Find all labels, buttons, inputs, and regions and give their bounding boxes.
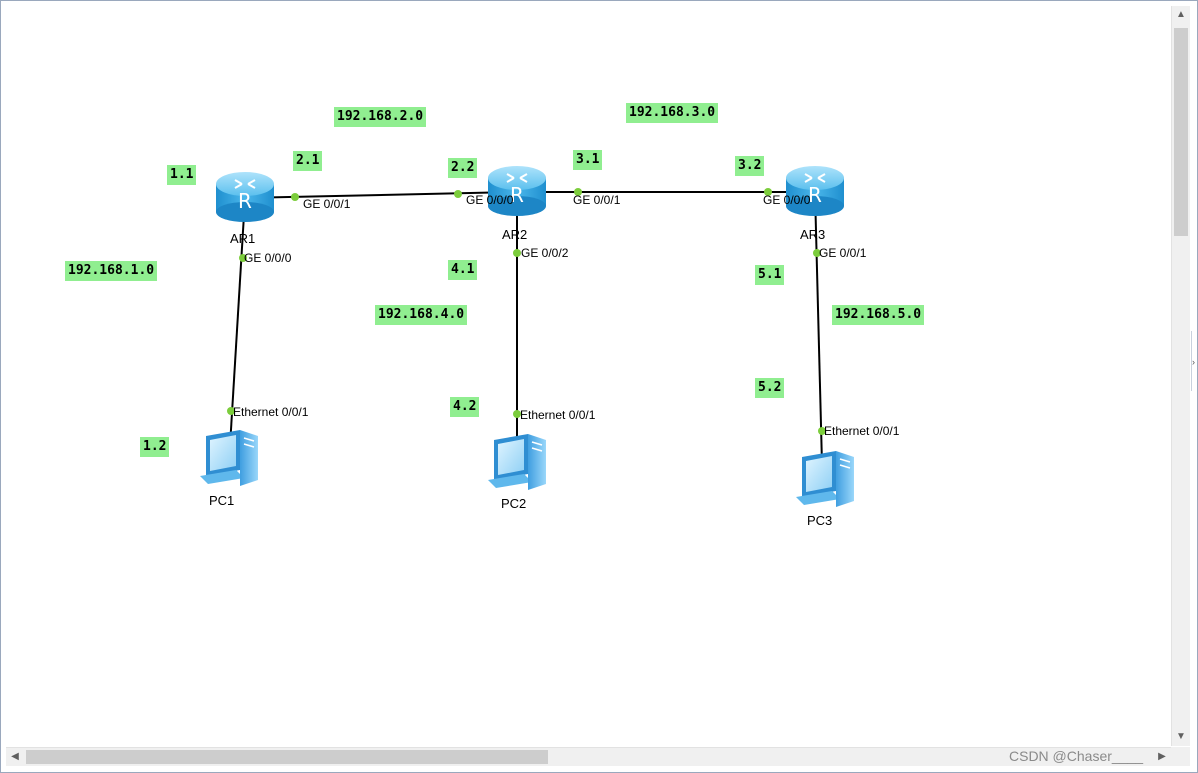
device-label-pc3: PC3 [807, 513, 833, 528]
port-dot-ar1-g000 [239, 254, 247, 262]
network-label-2[interactable]: 192.168.2.0 [334, 107, 427, 127]
address-label-ar1-g001[interactable]: 2.1 [293, 151, 323, 171]
side-panel-grip[interactable]: › [1191, 331, 1198, 391]
pc-pc1[interactable] [199, 429, 259, 487]
port-dot-ar2-g000 [454, 190, 462, 198]
network-label-3[interactable]: 192.168.3.0 [626, 103, 719, 123]
port-dot-ar2-g001 [574, 188, 582, 196]
port-label-ar3-g001: GE 0/0/1 [819, 246, 867, 260]
port-label-ar2-g000: GE 0/0/0 [466, 193, 514, 207]
device-label-pc2: PC2 [501, 496, 527, 511]
pc-pc3[interactable] [795, 450, 855, 508]
port-dot-pc2-eth [513, 410, 521, 418]
horizontal-scroll-thumb[interactable] [26, 750, 548, 764]
vertical-scroll-thumb[interactable] [1174, 28, 1188, 236]
port-dot-ar3-g001 [813, 249, 821, 257]
port-label-pc3-eth: Ethernet 0/0/1 [824, 424, 900, 438]
port-dot-ar1-g001 [291, 193, 299, 201]
topology-canvas[interactable]: R [6, 6, 1170, 746]
link-ar1-pc1[interactable] [229, 197, 246, 447]
router-ar3[interactable] [785, 165, 845, 217]
pc-pc2[interactable] [487, 433, 547, 491]
vertical-scrollbar[interactable]: ▲ ▼ [1171, 6, 1190, 746]
watermark: CSDN @Chaser____ [1009, 748, 1144, 764]
device-label-pc1: PC1 [209, 493, 235, 508]
link-ar1-ar2[interactable] [244, 191, 518, 199]
router-ar2[interactable] [487, 165, 547, 217]
router-ar1[interactable] [215, 171, 275, 223]
port-dot-ar2-g002 [513, 249, 521, 257]
device-label-ar2: AR2 [502, 227, 528, 242]
port-label-ar2-g002: GE 0/0/2 [521, 246, 569, 260]
network-label-5[interactable]: 192.168.5.0 [832, 305, 925, 325]
address-label-ar2-g002[interactable]: 4.1 [448, 260, 478, 280]
horizontal-scrollbar[interactable]: ◀ ▶ [6, 747, 1171, 766]
address-label-pc2[interactable]: 4.2 [450, 397, 480, 417]
link-ar3-pc3[interactable] [814, 191, 823, 465]
network-label-1[interactable]: 192.168.1.0 [65, 261, 158, 281]
scroll-left-arrow-icon[interactable]: ◀ [11, 751, 19, 762]
address-label-ar1-g000[interactable]: 1.1 [167, 165, 197, 185]
port-label-ar3-g000: GE 0/0/0 [763, 193, 811, 207]
address-label-pc3[interactable]: 5.2 [755, 378, 785, 398]
scroll-right-arrow-icon[interactable]: ▶ [1158, 751, 1166, 762]
port-label-pc1-eth: Ethernet 0/0/1 [233, 405, 309, 419]
device-label-ar1: AR1 [230, 231, 256, 246]
port-label-pc2-eth: Ethernet 0/0/1 [520, 408, 596, 422]
port-label-ar1-g000: GE 0/0/0 [244, 251, 292, 265]
address-label-ar3-g000[interactable]: 3.2 [735, 156, 765, 176]
topology-diagram: R [199, 165, 855, 508]
device-label-ar3: AR3 [800, 227, 826, 242]
address-label-ar3-g001[interactable]: 5.1 [755, 265, 785, 285]
port-dot-pc3-eth [818, 427, 826, 435]
port-dot-pc1-eth [227, 407, 235, 415]
chevron-right-icon: › [1192, 357, 1195, 367]
port-label-ar1-g001: GE 0/0/1 [303, 197, 351, 211]
address-label-ar2-g001[interactable]: 3.1 [573, 150, 603, 170]
scroll-up-arrow-icon[interactable]: ▲ [1176, 9, 1186, 20]
address-label-ar2-g000[interactable]: 2.2 [448, 158, 478, 178]
port-label-ar2-g001: GE 0/0/1 [573, 193, 621, 207]
address-label-pc1[interactable]: 1.2 [140, 437, 170, 457]
port-dot-ar3-g000 [764, 188, 772, 196]
scrollbar-corner [1171, 747, 1190, 766]
network-label-4[interactable]: 192.168.4.0 [375, 305, 468, 325]
scroll-down-arrow-icon[interactable]: ▼ [1176, 731, 1186, 742]
